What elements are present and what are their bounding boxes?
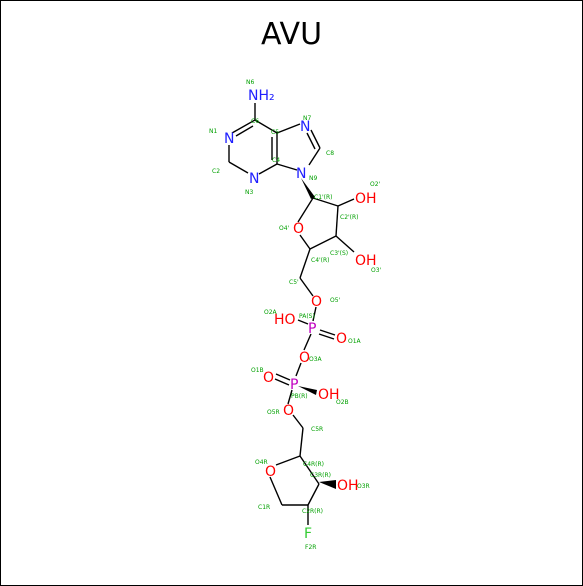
bond-c2p-c3p: [335, 205, 339, 237]
label-o2p: O2': [370, 181, 381, 188]
atom-o5r: O: [283, 403, 294, 419]
label-c1p: C1'(R): [314, 194, 333, 201]
atom-n1: N: [224, 131, 234, 147]
bond-c2r-c3r: [307, 483, 320, 506]
bond-c3p-o3p: [335, 235, 355, 253]
atom-symbols: NH₂ N N N N OH O OH O HO P O O O P OH O …: [224, 88, 377, 542]
label-pb: PB(R): [291, 393, 308, 400]
label-c8: C8: [326, 150, 334, 157]
bond-c4r-o4r: [275, 455, 301, 466]
label-n9: N9: [309, 175, 317, 182]
label-o1b: O1B: [251, 367, 264, 374]
bond-pb-o1b: [275, 373, 291, 381]
label-o4r: O4R: [255, 459, 268, 466]
label-c4: C4: [272, 157, 280, 164]
bond-pa-o1a: [319, 329, 336, 336]
bond-n7-c8: [310, 129, 321, 149]
atom-name-labels: N6 C6 N7 N1 C5 C8 C2 C4 N9 N3 O2' C1'(R)…: [209, 79, 382, 551]
label-o3a: O3A: [309, 356, 323, 363]
bond-c3p-c4p: [309, 235, 337, 250]
label-c3p: C3'(S): [330, 250, 348, 257]
label-o5r: O5R: [267, 409, 280, 416]
label-c2r: C2R(R): [302, 508, 323, 515]
label-c1r: C1R: [258, 504, 270, 511]
bond-c5p-o5p: [299, 277, 314, 297]
atom-pa: P: [308, 321, 316, 337]
bond-c8-n9: [308, 147, 321, 166]
bond-o5p-pa: [312, 306, 317, 322]
label-o2a: O2A: [264, 309, 278, 316]
atom-o3a: O: [299, 350, 310, 366]
bond-c5-n7: [276, 123, 301, 134]
bond-n9-c1p: [301, 178, 315, 199]
bond-c5-c6: [254, 119, 278, 134]
atom-n7: N: [300, 119, 310, 135]
label-o4p: O4': [279, 225, 290, 232]
bond-pb-o2b: [298, 386, 317, 395]
label-c4r: C4R(R): [303, 461, 324, 468]
label-c2: C2: [212, 168, 220, 175]
diagram-title: AVU: [260, 17, 323, 52]
atom-f2r: F: [304, 526, 312, 542]
atom-n9: N: [296, 166, 306, 182]
label-o1a: O1A: [348, 338, 362, 345]
label-n6: N6: [246, 79, 254, 86]
bond-c2p-o2p: [337, 198, 355, 207]
label-c5p: C5': [289, 279, 299, 286]
bond-c5r-c4r: [299, 427, 304, 457]
label-n7: N7: [303, 115, 311, 122]
atom-o2p: OH: [355, 191, 377, 207]
atom-o2b: OH: [318, 387, 340, 403]
atom-o3r: OH: [337, 478, 359, 494]
atom-o4r: O: [265, 464, 276, 480]
label-c4p: C4'(R): [311, 257, 330, 264]
bond-c2-n3: [228, 161, 249, 174]
bond-o5r-c5r: [292, 414, 304, 429]
bond-c3r-c4r: [299, 455, 320, 485]
atom-pb: P: [290, 377, 298, 393]
label-c2p: C2'(R): [340, 214, 359, 221]
atom-o4p: O: [293, 221, 304, 237]
label-c5: C5: [271, 129, 279, 136]
label-n1: N1: [209, 128, 217, 135]
label-o3r: O3R: [357, 483, 370, 490]
atom-o3p: OH: [355, 253, 377, 269]
bond-pa-o3a: [303, 333, 312, 351]
bond-c1p-c2p: [312, 197, 339, 207]
bond-n3-c4: [258, 163, 278, 175]
label-c3r: C3R(R): [310, 472, 331, 479]
label-n3: N3: [245, 189, 253, 196]
bond-c4p-c5p: [299, 248, 311, 279]
bond-pa-o1a-double: [318, 333, 335, 340]
bond-o4p-c1p: [297, 197, 314, 223]
bond-pb-o5r: [287, 389, 293, 405]
bond-pa-o2a: [297, 319, 309, 325]
bond-c6-n1: [231, 119, 256, 134]
atom-n3: N: [249, 171, 259, 187]
atom-o1a: O: [336, 331, 347, 347]
label-o2b: O2B: [336, 399, 349, 406]
atom-o1b: O: [263, 370, 274, 386]
atom-o2a: HO: [274, 312, 296, 328]
label-c6: C6: [251, 118, 259, 125]
atom-nh2: NH₂: [248, 88, 275, 104]
bonds: [228, 103, 355, 525]
label-o3p: O3': [371, 267, 382, 274]
label-c5r: C5R: [311, 426, 323, 433]
label-o5p: O5': [330, 297, 341, 304]
bond-o3a-pb: [295, 362, 302, 377]
bond-n7-c8-double: [306, 132, 316, 150]
bond-o4r-c1r: [269, 476, 283, 506]
bond-c3r-o3r: [319, 480, 336, 489]
bond-c4p-o4p: [299, 234, 311, 250]
bond-pb-o1b-double: [274, 378, 290, 386]
label-pa: PA(S): [299, 313, 315, 320]
bond-c6-n1-double: [235, 125, 254, 137]
bond-n9-c4: [276, 163, 298, 171]
label-f2r: F2R: [305, 544, 316, 551]
atom-o5p: O: [311, 294, 322, 310]
